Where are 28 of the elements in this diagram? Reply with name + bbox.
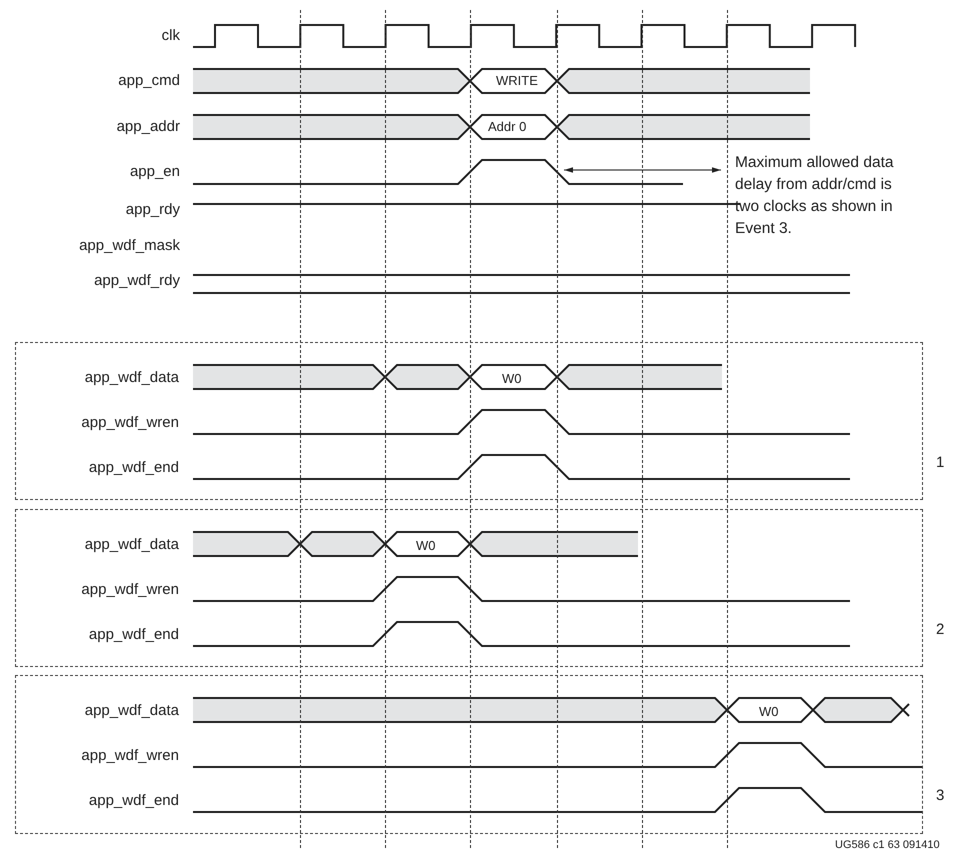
bus-value: W0 [416, 537, 436, 555]
signal-name: app_wdf_end [88, 459, 179, 477]
signal-name: app_wdf_data [84, 536, 179, 554]
signal-name: app_en [128, 163, 180, 181]
event-box [15, 509, 923, 667]
signal-name: clk [160, 27, 180, 45]
event-number: 3 [936, 787, 944, 805]
signal-name: app_wdf_rdy [93, 272, 180, 290]
signal-name: app_wdf_data [84, 702, 179, 720]
bus-value: W0 [502, 370, 522, 388]
signal-name: app_wdf_wren [80, 747, 179, 765]
signal-name: app_wdf_data [84, 369, 179, 387]
signal-name: app_rdy [124, 201, 180, 219]
signal-name: app_wdf_mask [78, 237, 180, 255]
signal-name: app_wdf_wren [80, 581, 179, 599]
event-number: 1 [936, 454, 944, 472]
signal-name: app_wdf_wren [80, 414, 179, 432]
signal-name: app_cmd [117, 72, 180, 90]
signal-name: app_addr [116, 118, 180, 136]
bus-value: WRITE [496, 72, 538, 90]
event-number: 2 [936, 621, 944, 639]
event-box [15, 675, 923, 834]
bus-value: W0 [759, 703, 778, 721]
signal-name: app_wdf_end [88, 626, 179, 644]
bus-value: Addr 0 [488, 118, 526, 136]
figure-id: UG586 c1 63 091410 [835, 838, 940, 853]
event-box [15, 342, 923, 500]
signal-name: app_wdf_end [88, 792, 179, 810]
